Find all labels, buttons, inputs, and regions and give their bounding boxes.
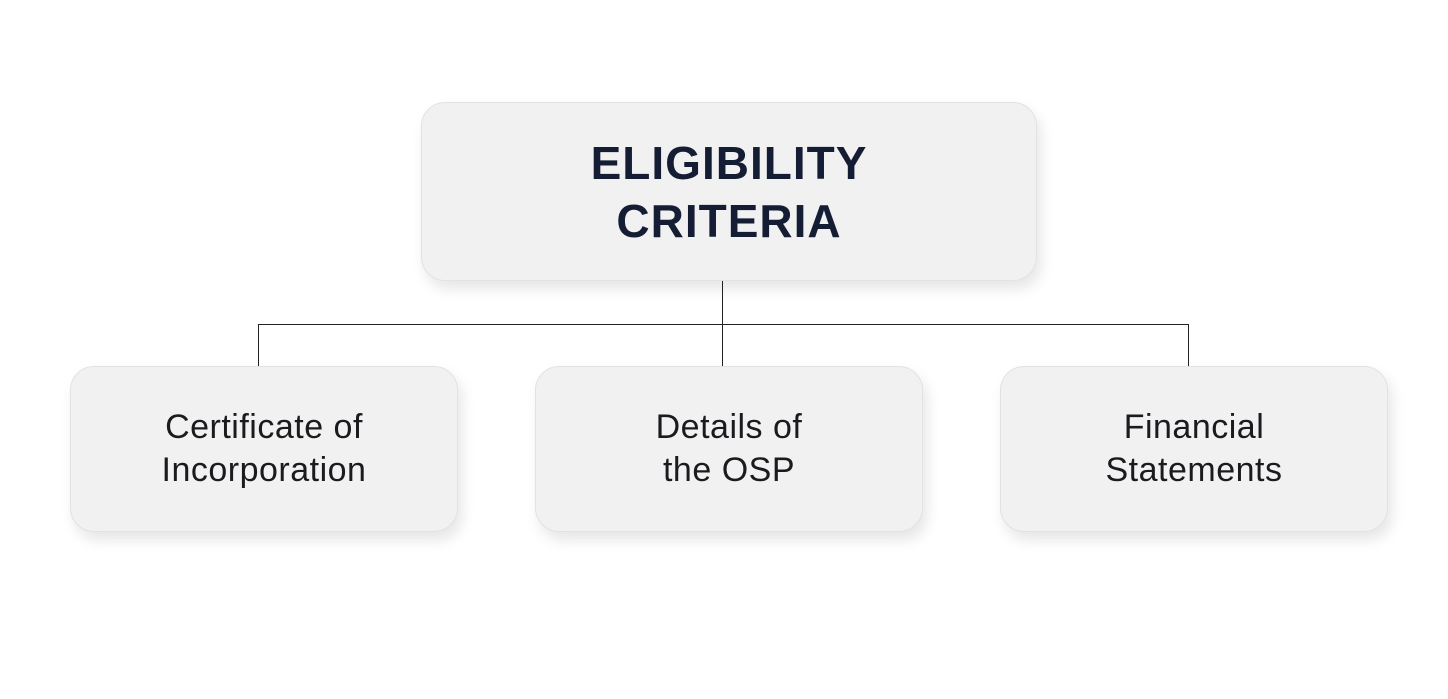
root-label: ELIGIBILITY CRITERIA	[590, 136, 868, 247]
child-node-financial-statements: Financial Statements	[1000, 366, 1388, 532]
child-label: Details of the OSP	[655, 408, 803, 489]
child-label: Financial Statements	[1105, 408, 1283, 489]
child-node-osp-details: Details of the OSP	[535, 366, 923, 532]
child-node-certificate: Certificate of Incorporation	[70, 366, 458, 532]
connector-root-down	[722, 281, 723, 366]
connector-right-down	[1188, 324, 1189, 366]
connector-horizontal	[258, 324, 1189, 325]
connector-left-down	[258, 324, 259, 366]
root-node: ELIGIBILITY CRITERIA	[421, 102, 1037, 281]
child-label: Certificate of Incorporation	[161, 408, 367, 489]
